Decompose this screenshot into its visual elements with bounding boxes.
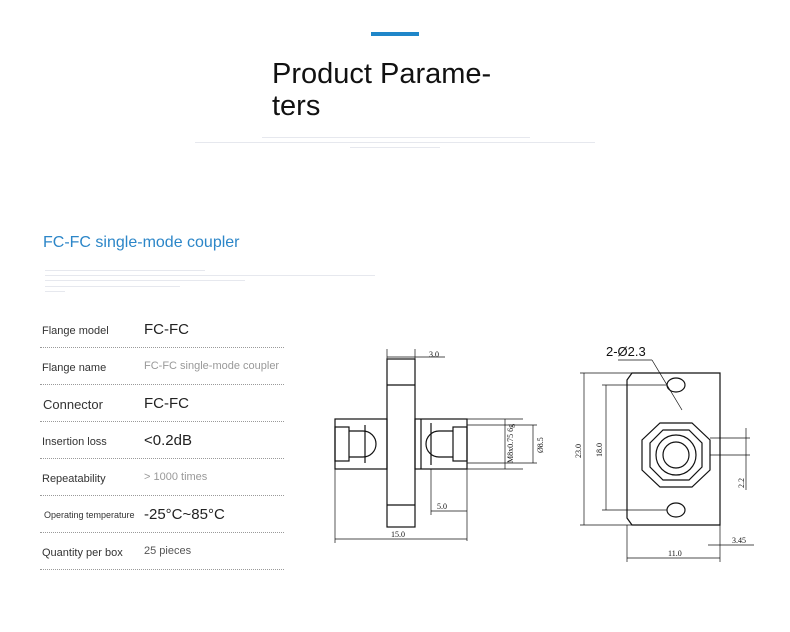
- dim-diameter-label: Ø8.5: [536, 437, 545, 453]
- param-row-operating-temperature: Operating temperature -25°C~85°C: [40, 498, 284, 533]
- faint-desc-line: [45, 286, 180, 287]
- param-row-flange-name: Flange name FC-FC single-mode coupler: [40, 350, 284, 385]
- dim-inner-label: 5.0: [437, 502, 447, 511]
- param-row-quantity-per-box: Quantity per box 25 pieces: [40, 535, 284, 570]
- param-row-insertion-loss: Insertion loss <0.2dB: [40, 424, 284, 459]
- accent-bar: [371, 32, 419, 36]
- param-label: Repeatability: [42, 473, 106, 485]
- faint-desc-line: [45, 275, 375, 276]
- param-row-repeatability: Repeatability > 1000 times: [40, 461, 284, 496]
- param-label: Connector: [43, 397, 103, 412]
- dim-height-label: 23.0: [574, 444, 583, 458]
- param-label: Quantity per box: [42, 547, 123, 559]
- param-value: FC-FC: [144, 395, 189, 412]
- param-value: 25 pieces: [144, 545, 192, 557]
- param-label: Flange name: [42, 362, 107, 374]
- faint-subtitle-line: [262, 137, 530, 138]
- param-row-flange-model: Flange model FC-FC: [40, 313, 284, 348]
- page-title: Product Parame- ters: [272, 58, 532, 122]
- dim-pitch-label: 18.0: [595, 443, 604, 457]
- page-title-text: Product Parame- ters: [272, 58, 492, 122]
- dim-top-label: 3.0: [429, 350, 439, 359]
- faint-subtitle-line: [195, 142, 595, 143]
- dim-thread-label: M8x0.75 6g: [506, 424, 515, 463]
- front-view-drawing: 2-Ø2.3 23.0 18.0 2.2 11.0 3.45: [574, 344, 754, 562]
- param-label: Flange model: [42, 325, 109, 337]
- faint-desc-line: [45, 291, 65, 292]
- param-row-connector: Connector FC-FC: [40, 387, 284, 422]
- param-value: -25°C~85°C: [144, 506, 225, 523]
- faint-subtitle-line: [350, 147, 440, 148]
- dim-total-label: 15.0: [391, 530, 405, 539]
- param-value: FC-FC: [144, 321, 189, 338]
- dim-holes-label: 2-Ø2.3: [606, 344, 646, 359]
- param-value: FC-FC single-mode coupler: [144, 360, 280, 372]
- faint-desc-line: [45, 270, 205, 271]
- param-label: Insertion loss: [42, 436, 107, 448]
- param-value: > 1000 times: [144, 471, 208, 483]
- param-label: Operating temperature: [44, 510, 135, 520]
- dim-offset-label: 2.2: [737, 478, 746, 488]
- faint-desc-line: [45, 280, 245, 281]
- dim-edge-label: 3.45: [732, 536, 746, 545]
- dim-width-label: 11.0: [668, 549, 682, 558]
- param-value: <0.2dB: [144, 432, 192, 449]
- side-view-drawing: 3.0 M8x0.75 6g Ø8.5 5.0 15.0: [334, 349, 545, 543]
- parameter-table: Flange model FC-FC Flange name FC-FC sin…: [40, 313, 284, 572]
- section-title: FC-FC single-mode coupler: [43, 234, 240, 251]
